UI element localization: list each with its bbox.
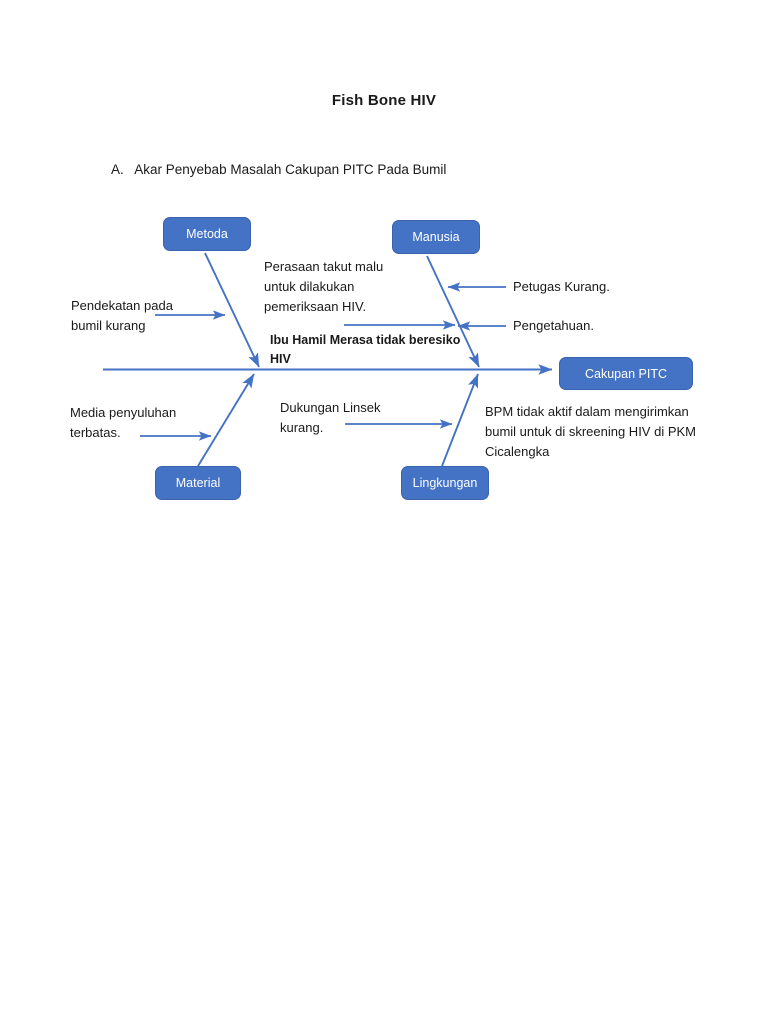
category-label-material: Material (175, 476, 221, 490)
category-box-manusia[interactable]: Manusia (392, 220, 480, 254)
cause-text-pendekatan-pada-bumil-kurang: Pendekatan pada bumil kurang (71, 298, 173, 334)
cause-text-petugas-kurang: Petugas Kurang. (513, 279, 610, 294)
category-label-lingkungan: Lingkungan (412, 476, 478, 490)
effect-box-cakupan-pitc[interactable]: Cakupan PITC (559, 357, 693, 390)
category-label-metoda: Metoda (186, 227, 228, 241)
cause-text-dukungan-linsek-kurang: Dukungan Linsek kurang. (280, 400, 381, 436)
cause-text-ibu-hamil-merasa-tidak-beresiko-hiv: Ibu Hamil Merasa tidak beresiko HIV (270, 333, 461, 366)
section-label: A. Akar Penyebab Masalah Cakupan PITC Pa… (111, 162, 447, 177)
category-label-manusia: Manusia (412, 230, 460, 244)
cause-text-media-penyuluhan-terbatas: Media penyuluhan terbatas. (70, 405, 177, 441)
category-box-lingkungan[interactable]: Lingkungan (401, 466, 489, 500)
category-box-metoda[interactable]: Metoda (163, 217, 251, 251)
cause-text-pengetahuan: Pengetahuan. (513, 318, 594, 333)
cause-text-perasaan-takut-malu: Perasaan takut malu untuk dilakukan peme… (264, 259, 384, 315)
effect-label: Cakupan PITC (585, 366, 667, 381)
category-box-material[interactable]: Material (155, 466, 241, 500)
cause-text-bpm-tidak-aktif: BPM tidak aktif dalam mengirimkan bumil … (485, 404, 696, 460)
page-title: Fish Bone HIV (331, 92, 437, 109)
